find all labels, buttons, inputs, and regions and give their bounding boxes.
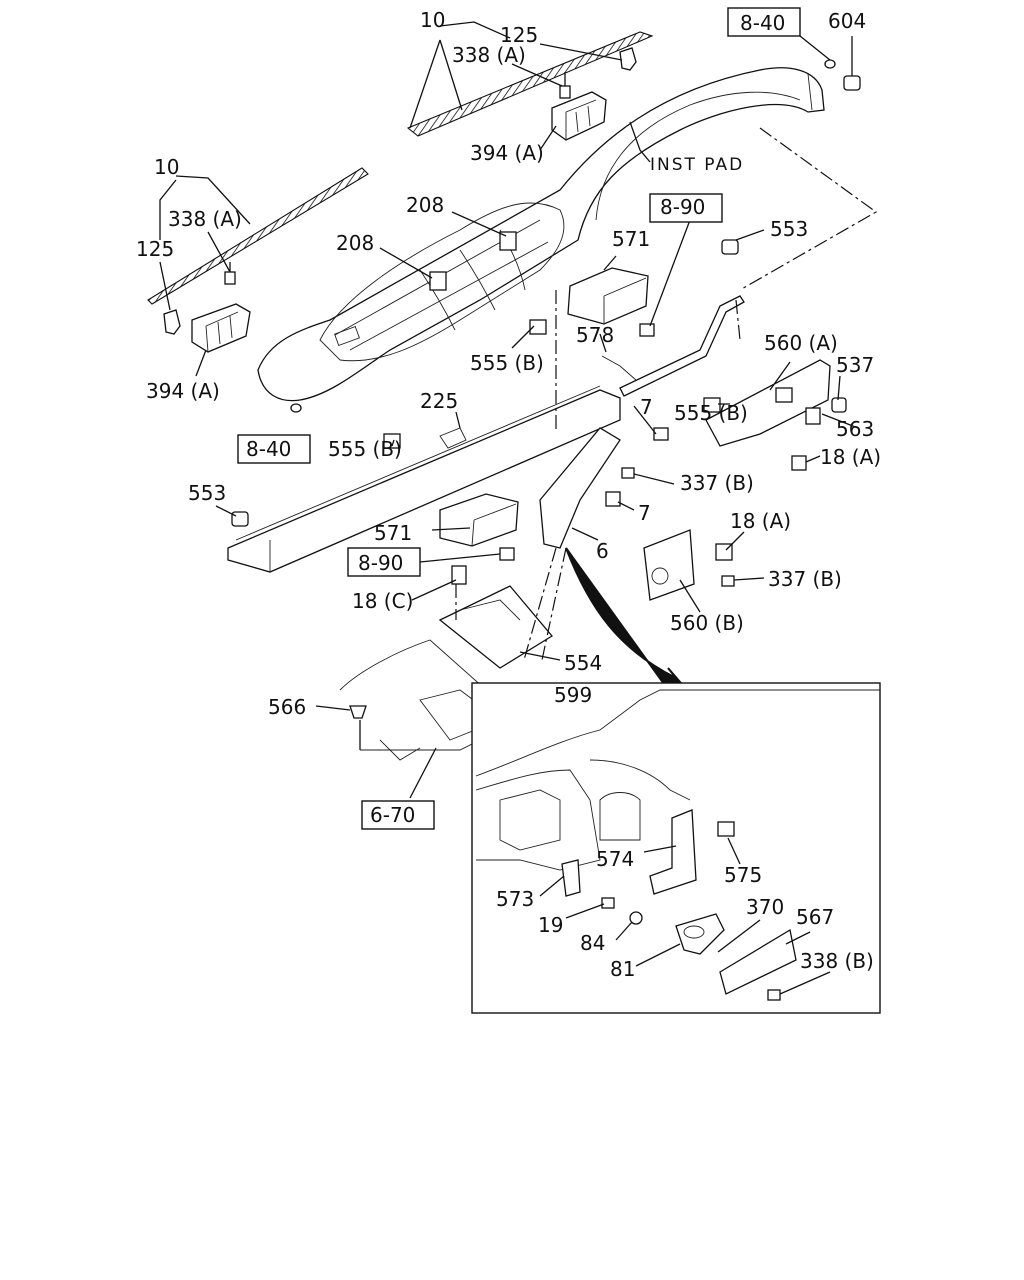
ref-box-8-40-top <box>727 7 801 37</box>
label-337b-b: 337 (B) <box>768 567 842 591</box>
ref-box-8-90-low <box>347 547 421 577</box>
label-338a-left: 338 (A) <box>168 207 242 231</box>
label-81: 81 <box>610 957 635 981</box>
label-394a-top: 394 (A) <box>470 141 544 165</box>
floor-bracket-554 <box>438 585 553 669</box>
bolt-18c <box>451 565 467 585</box>
label-571-lower: 571 <box>374 521 412 545</box>
screw-337b-b <box>721 575 735 587</box>
harness-578 <box>601 355 637 381</box>
label-208-b: 208 <box>336 231 374 255</box>
label-554: 554 <box>564 651 602 675</box>
label-573: 573 <box>496 887 534 911</box>
label-553-top: 553 <box>770 217 808 241</box>
detail-inset <box>471 682 881 1014</box>
label-18a-right: 18 (A) <box>820 445 881 469</box>
nut-537 <box>831 397 847 413</box>
ref-6-70: 6-70 <box>370 803 415 827</box>
clip-208-b <box>499 231 517 251</box>
label-338a-top: 338 (A) <box>452 43 526 67</box>
retainer-394a-left <box>191 303 251 353</box>
clip-125-top <box>619 47 637 71</box>
duct-571-lower <box>439 493 519 547</box>
label-208-a: 208 <box>406 193 444 217</box>
bolt-555b-right <box>703 397 721 413</box>
bolt-555b-left <box>383 433 401 449</box>
cross-member-225 <box>227 385 621 573</box>
label-578: 578 <box>576 323 614 347</box>
label-574: 574 <box>596 847 634 871</box>
clip-125-left <box>163 309 181 335</box>
ref-8-90-mid: 8-90 <box>660 195 705 219</box>
label-571-upper: 571 <box>612 227 650 251</box>
screw-337b-a <box>621 467 635 479</box>
nut-604 <box>843 75 861 91</box>
label-10-top: 10 <box>420 8 445 32</box>
label-566: 566 <box>268 695 306 719</box>
label-18c: 18 (C) <box>352 589 413 613</box>
screw-338a-top <box>559 72 571 99</box>
bolt-7b <box>605 491 621 507</box>
label-18a-low: 18 (A) <box>730 509 791 533</box>
label-394a-left: 394 (A) <box>146 379 220 403</box>
label-125-top: 125 <box>500 23 538 47</box>
label-567: 567 <box>796 905 834 929</box>
label-563: 563 <box>836 417 874 441</box>
label-604: 604 <box>828 9 866 33</box>
bracket-560a <box>705 359 831 447</box>
label-560a: 560 (A) <box>764 331 838 355</box>
bolt-890-mid <box>639 323 655 337</box>
nut-553-left <box>231 511 249 527</box>
label-125-left: 125 <box>136 237 174 261</box>
duct-571-upper <box>567 267 649 325</box>
clip-566 <box>349 705 367 719</box>
label-337b-a: 337 (B) <box>680 471 754 495</box>
label-537: 537 <box>836 353 874 377</box>
ref-box-8-90-mid <box>649 193 723 223</box>
bolt-555b-mid <box>529 319 547 335</box>
label-370: 370 <box>746 895 784 919</box>
label-555b-right: 555 (B) <box>674 401 748 425</box>
ref-8-40-top: 8-40 <box>740 11 785 35</box>
brace-bar <box>619 295 745 397</box>
label-84: 84 <box>580 931 605 955</box>
bolt-7a <box>653 427 669 441</box>
ref-8-40-left: 8-40 <box>246 437 291 461</box>
ref-8-90-low: 8-90 <box>358 551 403 575</box>
label-7-b: 7 <box>638 501 651 525</box>
instrument-pad <box>257 59 836 413</box>
label-555b-mid: 555 (B) <box>470 351 544 375</box>
detail-callout-arrow <box>565 547 682 686</box>
label-560b: 560 (B) <box>670 611 744 635</box>
defroster-grille-left <box>147 167 369 305</box>
label-555b-left: 555 (B) <box>328 437 402 461</box>
label-10-left: 10 <box>154 155 179 179</box>
nut-553-top <box>721 239 739 255</box>
ref-box-8-40-left <box>237 434 311 464</box>
leader-lines <box>159 21 878 799</box>
label-6: 6 <box>596 539 609 563</box>
label-19: 19 <box>538 913 563 937</box>
retainer-394a-top <box>551 91 607 141</box>
support-frame <box>539 427 621 549</box>
label-599: 599 <box>554 683 592 707</box>
label-7-a: 7 <box>640 395 653 419</box>
defroster-grille-top <box>406 31 654 137</box>
bolt-18a-right <box>791 455 807 471</box>
ref-box-6-70 <box>361 800 435 830</box>
label-225: 225 <box>420 389 458 413</box>
label-575: 575 <box>724 863 762 887</box>
label-553-left: 553 <box>188 481 226 505</box>
clip-208-a <box>429 271 447 291</box>
bolt-890-low <box>499 547 515 561</box>
label-338b: 338 (B) <box>800 949 874 973</box>
label-inst-pad: INST PAD <box>650 155 744 175</box>
